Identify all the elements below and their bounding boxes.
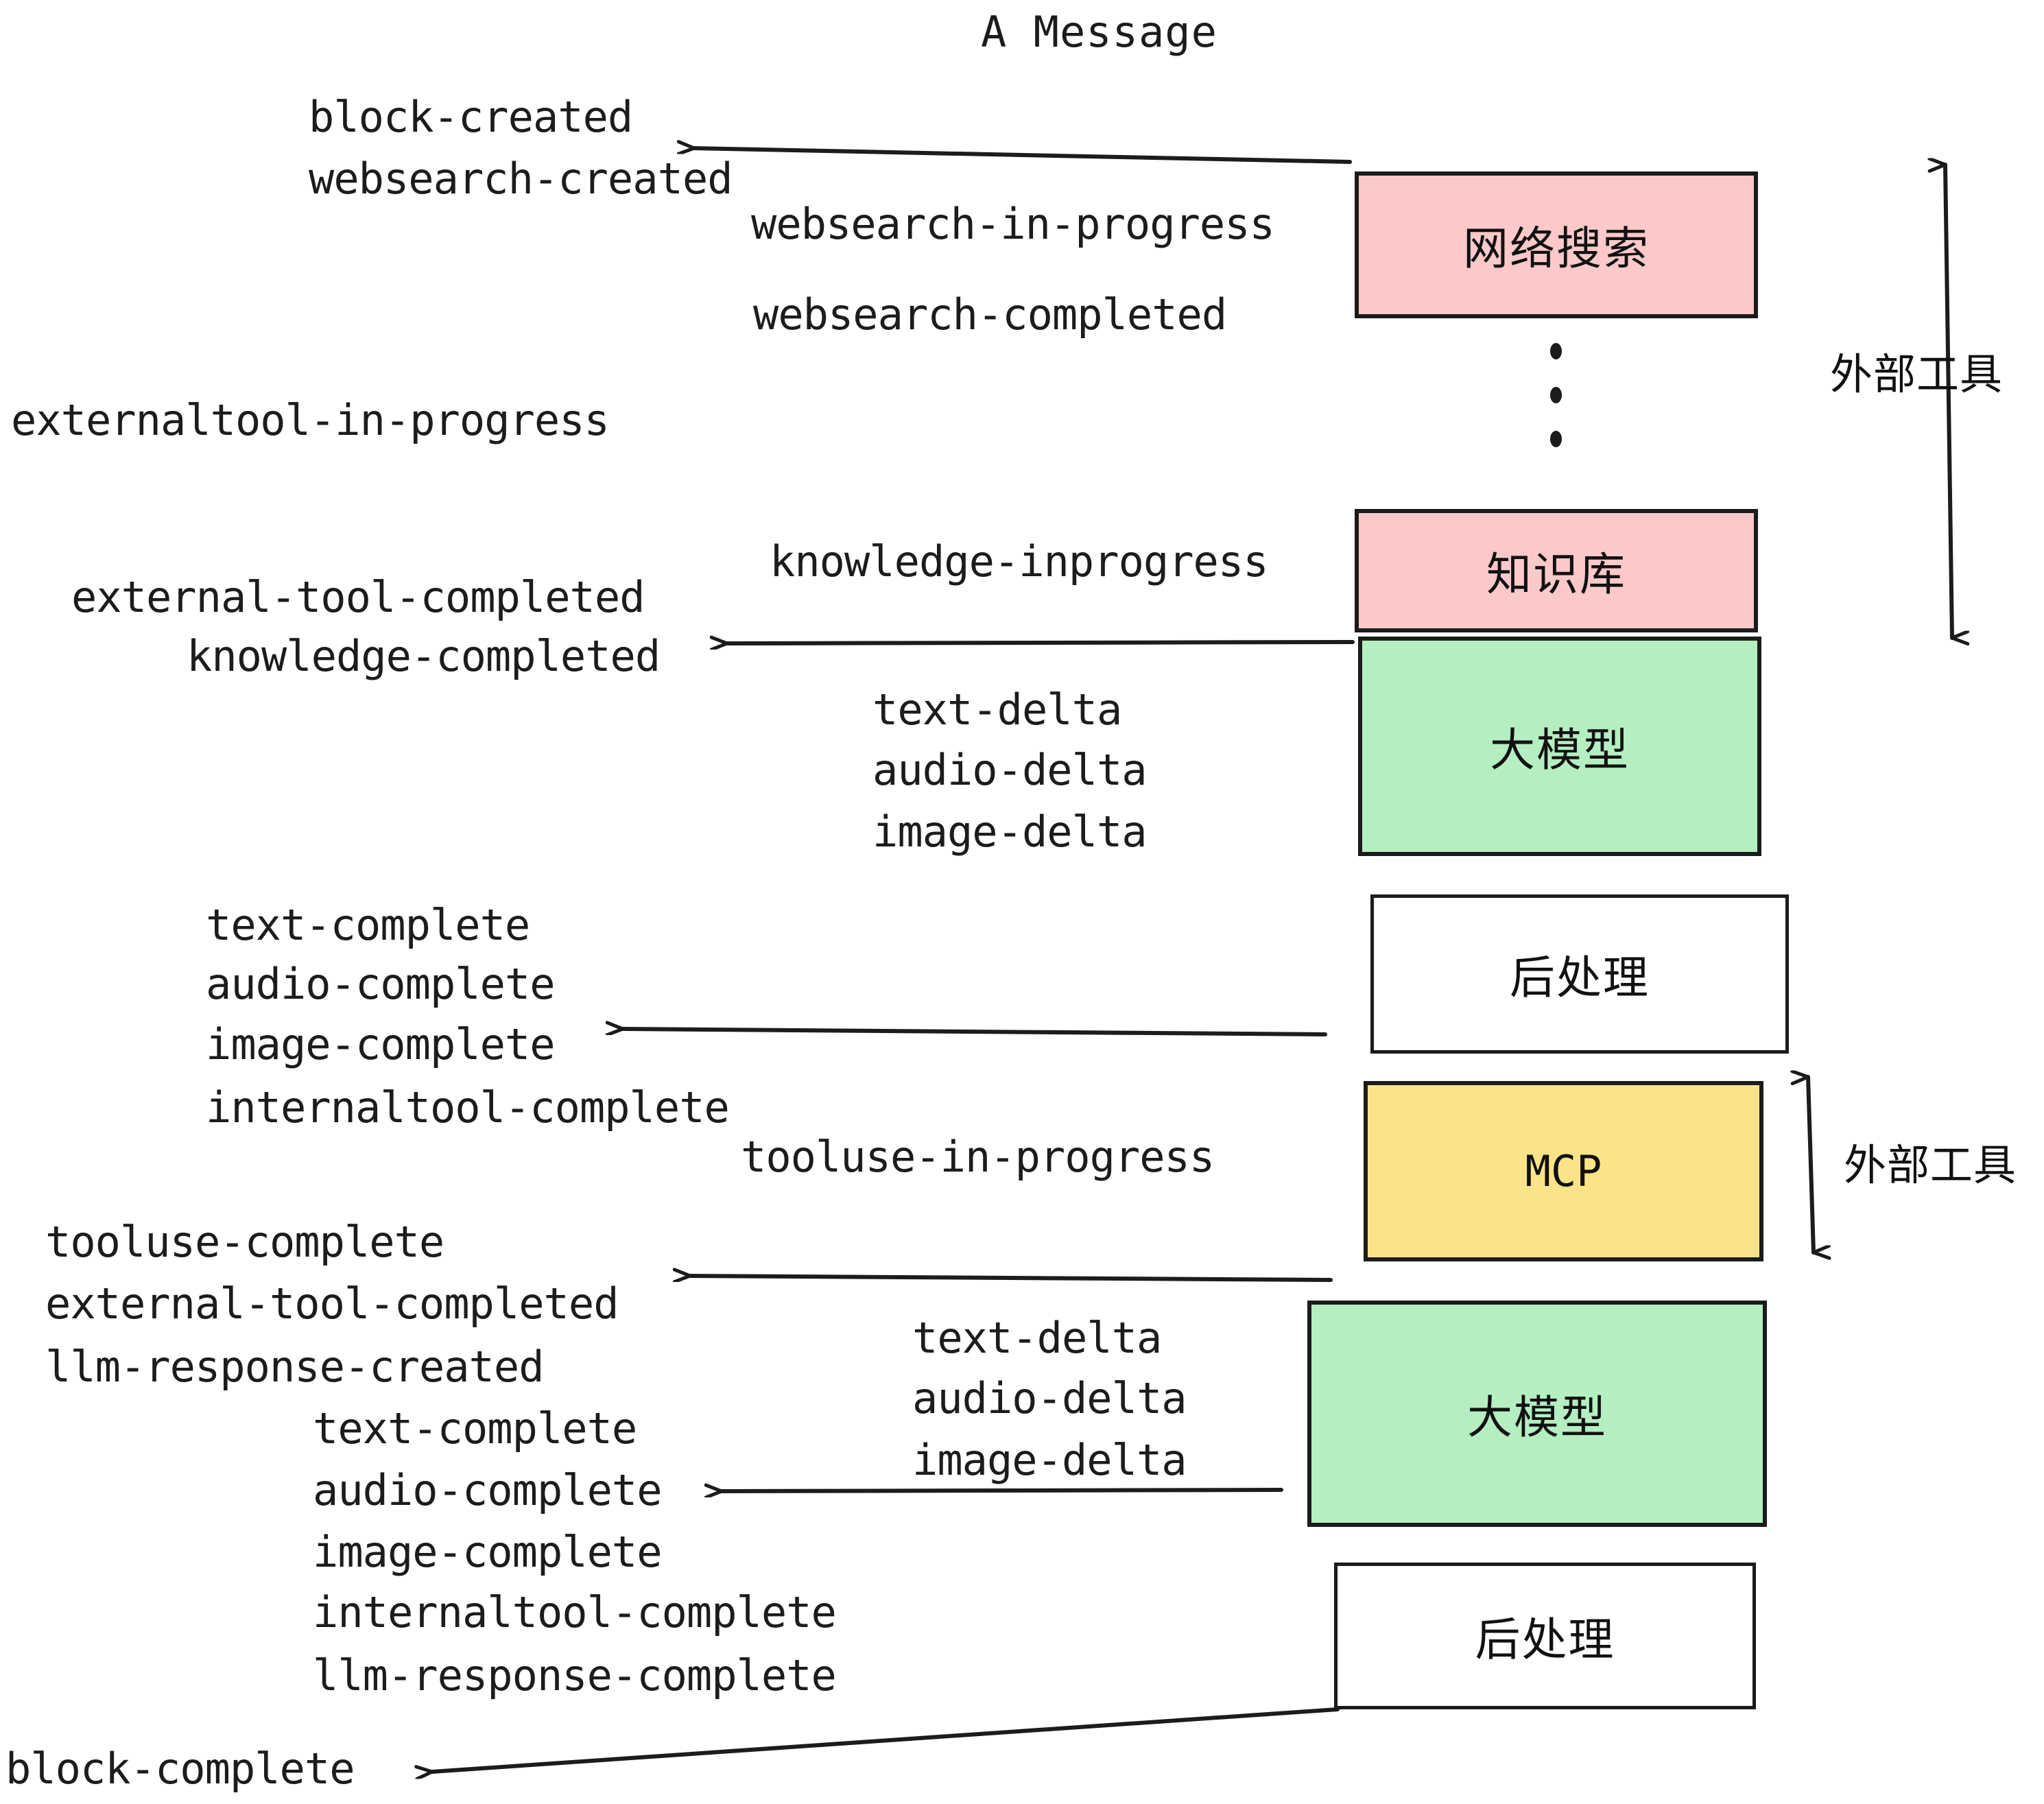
ellipsis-dot <box>1550 431 1562 447</box>
event-websearch-completed: websearch-completed <box>753 289 1227 340</box>
event-knowledge-inprogress: knowledge-inprogress <box>770 536 1269 586</box>
event-text-delta-1: text-delta <box>872 685 1122 735</box>
event-knowledge-completed: knowledge-completed <box>187 631 661 681</box>
node-llm-first[interactable]: 大模型 <box>1358 637 1761 856</box>
arrow-image-complete <box>623 1029 1327 1036</box>
event-tooluse-in-progress: tooluse-in-progress <box>741 1132 1215 1182</box>
node-llm-second[interactable]: 大模型 <box>1307 1301 1767 1527</box>
page-title: A Message <box>981 7 1217 57</box>
ellipsis-dot <box>1550 343 1562 359</box>
event-llm-response-created: llm-response-created <box>45 1342 545 1392</box>
arrow-knowledge-completed <box>727 642 1355 643</box>
label-external-tool-bottom: 外部工具 <box>1844 1140 2017 1190</box>
event-llm-response-complete: llm-response-complete <box>313 1650 837 1700</box>
event-image-delta-2: image-delta <box>912 1435 1187 1485</box>
event-image-complete-2: image-complete <box>313 1527 663 1577</box>
event-audio-complete-1: audio-complete <box>206 959 556 1009</box>
event-websearch-in-progress: websearch-in-progress <box>751 199 1275 249</box>
event-external-tool-completed-2: external-tool-completed <box>45 1279 619 1329</box>
node-knowledge[interactable]: 知识库 <box>1355 509 1758 632</box>
event-websearch-created: websearch-created <box>309 154 733 204</box>
event-external-tool-completed-1: external-tool-completed <box>71 572 645 622</box>
node-mcp[interactable]: MCP <box>1364 1081 1763 1261</box>
event-image-delta-1: image-delta <box>872 807 1148 857</box>
event-block-complete: block-complete <box>5 1744 355 1794</box>
event-text-complete-2: text-complete <box>313 1403 637 1453</box>
arrow-block-complete <box>432 1707 1340 1772</box>
event-tooluse-complete: tooluse-complete <box>45 1217 444 1267</box>
event-block-created: block-created <box>309 92 633 142</box>
event-image-complete-1: image-complete <box>206 1019 556 1069</box>
event-internaltool-complete-2: internaltool-complete <box>313 1587 837 1637</box>
arrow-tooluse-complete <box>690 1276 1333 1280</box>
node-postprocess-first[interactable]: 后处理 <box>1370 894 1789 1054</box>
event-text-complete-1: text-complete <box>206 900 530 950</box>
event-internaltool-complete-1: internaltool-complete <box>206 1082 730 1132</box>
ellipsis-dot <box>1550 387 1562 403</box>
node-websearch[interactable]: 网络搜索 <box>1355 171 1758 318</box>
event-audio-complete-2: audio-complete <box>313 1465 663 1515</box>
external-tool-span-bottom <box>1808 1077 1814 1253</box>
event-audio-delta-2: audio-delta <box>912 1373 1187 1423</box>
arrow-websearch-created <box>694 148 1352 164</box>
node-postprocess-second[interactable]: 后处理 <box>1334 1563 1756 1709</box>
event-externaltool-in-progress: externaltool-in-progress <box>11 395 610 445</box>
event-audio-delta-1: audio-delta <box>872 745 1148 795</box>
label-external-tool-top: 外部工具 <box>1830 349 2004 399</box>
external-tool-span-top <box>1945 165 1952 638</box>
vertical-ellipsis <box>1550 343 1562 447</box>
event-text-delta-2: text-delta <box>912 1313 1162 1363</box>
arrow-audio-complete <box>722 1490 1283 1491</box>
